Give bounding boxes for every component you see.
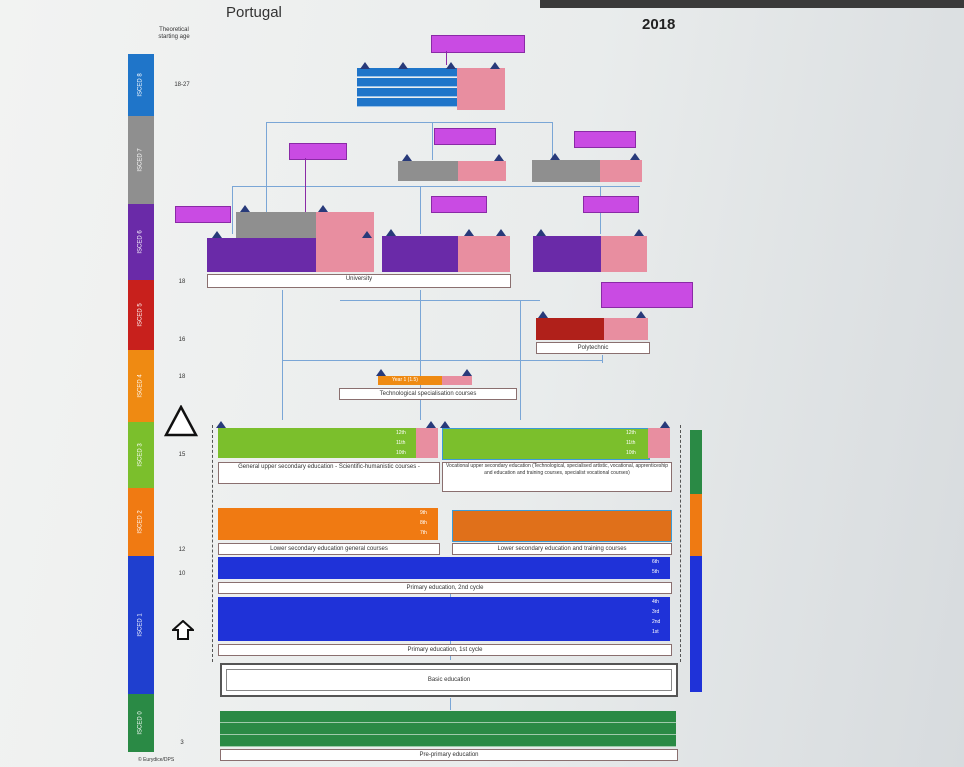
label-doctorate [431, 35, 525, 53]
grade-label: 11th [626, 440, 636, 446]
entry-arrow-icon [170, 619, 196, 640]
grade-label: 12th [396, 430, 406, 436]
grade-label: 10th [626, 450, 636, 456]
grade-label: 6th [652, 559, 659, 565]
compulsory-bar-blue [690, 556, 702, 692]
general-upper-box: General upper secondary education - Scie… [218, 462, 440, 484]
country-title: Portugal [226, 4, 282, 21]
isced-level: ISCED 1 [128, 556, 154, 694]
isced-level-label: ISCED 6 [138, 230, 144, 254]
isced-level: ISCED 0 [128, 694, 154, 752]
grade-label: 1st [652, 629, 659, 635]
age-label: 18 [178, 279, 186, 285]
label-master-3 [574, 131, 636, 148]
age-label: 10 [178, 571, 186, 577]
isced-level: ISCED 8 [128, 54, 154, 116]
isced-level: ISCED 5 [128, 280, 154, 350]
basic-education-label: Basic education [226, 669, 672, 691]
label-bachelor-1 [431, 196, 487, 213]
primary-2-stack [218, 557, 670, 579]
grade-label: 12th [626, 430, 636, 436]
compulsory-bar-orange [690, 494, 702, 556]
preprimary-box: Pre-primary education [220, 749, 678, 761]
tech-bar [378, 376, 442, 385]
isced-level: ISCED 4 [128, 350, 154, 422]
lower-general-stack [218, 508, 438, 540]
grade-label: 10th [396, 450, 406, 456]
year-label: 2018 [642, 16, 676, 33]
grade-label: 7th [420, 530, 427, 536]
isced-level: ISCED 3 [128, 422, 154, 488]
grade-label: 4th [652, 599, 659, 605]
isced-level-label: ISCED 8 [138, 73, 144, 97]
grade-label: 3rd [652, 609, 660, 615]
footer-credit: © Eurydice/DPS [138, 757, 175, 763]
isced-level-label: ISCED 0 [138, 711, 144, 735]
label-integrated-master [175, 206, 231, 223]
age-label: 16 [178, 337, 186, 343]
primary-1-stack [218, 597, 670, 641]
isced-level-label: ISCED 1 [138, 613, 144, 637]
isced-level-label: ISCED 5 [138, 303, 144, 327]
vocational-upper-box: Vocational upper secondary education (Te… [442, 462, 672, 492]
preprimary-stack [220, 711, 676, 747]
age-label: 18-27 [174, 82, 190, 88]
label-master-1 [289, 143, 347, 160]
grade-label: 2nd [652, 619, 661, 625]
tech-year-label: Year 1 (1.5) [392, 377, 418, 383]
isced-level-label: ISCED 4 [138, 374, 144, 398]
primary-1-box: Primary education, 1st cycle [218, 644, 672, 656]
primary-2-box: Primary education, 2nd cycle [218, 582, 672, 594]
grade-label: 11th [396, 440, 406, 446]
compulsory-bar-green [690, 430, 702, 494]
polytechnic-box: Polytechnic [536, 342, 650, 354]
age-label: 18 [178, 374, 186, 380]
exam-warning-icon [163, 404, 199, 437]
isced-level: ISCED 6 [128, 204, 154, 280]
projector-edge [540, 0, 964, 8]
lower-general-box: Lower secondary education general course… [218, 543, 440, 555]
isced-level: ISCED 2 [128, 488, 154, 556]
tech-courses-box: Technological specialisation courses [339, 388, 517, 400]
isced-level: ISCED 7 [128, 116, 154, 204]
lower-training-stack [452, 510, 672, 542]
grade-label: 8th [420, 520, 427, 526]
age-label: 3 [180, 740, 184, 746]
grade-label: 9th [420, 510, 427, 516]
label-master-2 [434, 128, 496, 145]
label-bachelor-2 [583, 196, 639, 213]
university-box: University [207, 274, 511, 288]
grade-label: 5th [652, 569, 659, 575]
isced-level-label: ISCED 3 [138, 443, 144, 467]
lower-training-box: Lower secondary education and training c… [452, 543, 672, 555]
basic-education-box: Basic education [220, 663, 678, 697]
label-polytechnic-course [601, 282, 693, 308]
age-header: Theoretical starting age [158, 27, 190, 40]
age-label: 12 [178, 547, 186, 553]
age-label: 15 [178, 452, 186, 458]
isced-level-label: ISCED 2 [138, 510, 144, 534]
isced-level-label: ISCED 7 [138, 148, 144, 172]
